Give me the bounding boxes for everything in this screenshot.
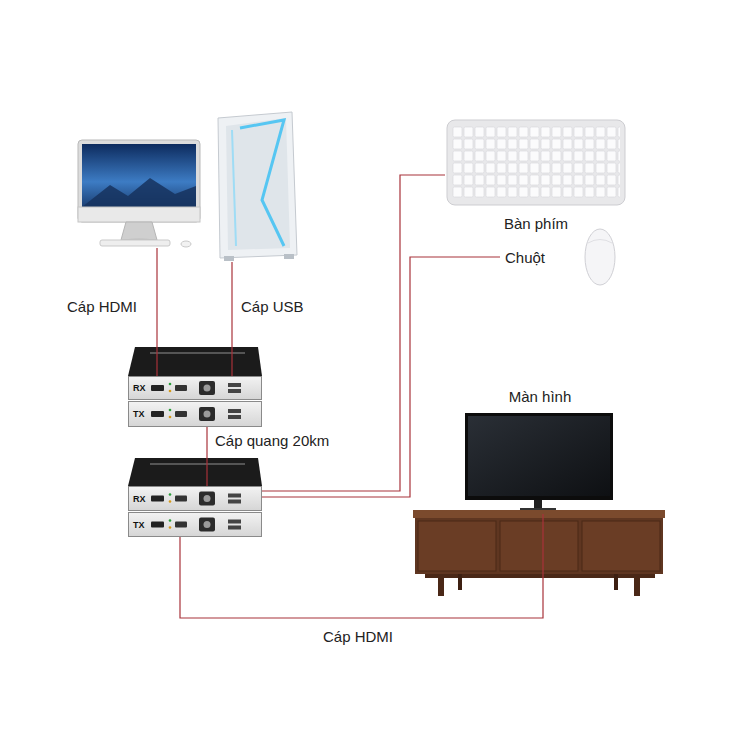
- cable-line: [262, 257, 500, 497]
- usb-port: [228, 409, 241, 413]
- led: [169, 416, 172, 419]
- fiber-port: [204, 495, 211, 502]
- extender-panel: TX: [128, 512, 262, 537]
- led: [169, 383, 172, 386]
- usb-port: [228, 500, 241, 504]
- hdmi-port: [151, 411, 164, 417]
- usb-port: [228, 526, 241, 530]
- usb-port: [228, 520, 241, 524]
- hdmi-port: [151, 496, 164, 502]
- node-text: TX: [133, 520, 145, 530]
- node-text: Màn hình: [509, 388, 572, 405]
- fiber-port: [204, 385, 211, 392]
- hdmi-port: [151, 385, 164, 391]
- node-text: Chuột: [505, 249, 545, 266]
- port-symbols: [129, 377, 261, 399]
- mouse-node: Chuột: [500, 226, 622, 288]
- extender-panel: TX: [128, 401, 262, 427]
- port-symbols: [129, 402, 261, 426]
- computer-cable: [157, 248, 232, 376]
- imac-computer: [78, 140, 200, 247]
- node-text: TX: [133, 409, 145, 419]
- fiber-port: [204, 521, 211, 528]
- hdmi-port: [175, 385, 187, 391]
- node-text: Bàn phím: [504, 215, 568, 232]
- hdmi-port: [175, 522, 187, 528]
- fiber-port: [199, 381, 215, 395]
- keyboard-node: Bàn phím: [445, 118, 627, 232]
- monitor-node: Màn hình: [462, 388, 618, 514]
- node-text: RX: [133, 383, 146, 393]
- tv-cabinet: [413, 510, 665, 596]
- pc-tower: [218, 112, 297, 261]
- mouse-picture: [585, 229, 615, 285]
- cable-label: Cáp USB: [240, 298, 305, 315]
- cable-label: Cáp HDMI: [322, 628, 394, 645]
- usb-port: [228, 383, 241, 387]
- cable-line: [206, 427, 207, 486]
- led: [169, 526, 172, 529]
- port-symbols: [129, 487, 261, 510]
- led: [169, 390, 172, 393]
- hdmi-port: [151, 522, 164, 528]
- usb-port: [228, 389, 241, 393]
- fiber-port: [199, 518, 215, 532]
- keyboard-picture: [447, 120, 625, 205]
- extender-panel: RX: [128, 486, 262, 511]
- hdmi-port: [175, 496, 187, 502]
- fiber-port: [199, 492, 215, 506]
- led: [169, 493, 172, 496]
- fiber-port: [204, 411, 211, 418]
- usb-port: [228, 415, 241, 419]
- tv-picture: [465, 413, 613, 511]
- led: [169, 409, 172, 412]
- fiber-port: [199, 407, 215, 421]
- port-symbols: [129, 513, 261, 536]
- hdmi-port: [175, 411, 187, 417]
- usb-port: [228, 494, 241, 498]
- extender-housing: [128, 347, 262, 486]
- cable-label: Cáp quang 20km: [214, 432, 330, 449]
- led: [169, 500, 172, 503]
- cable-label: Cáp HDMI: [66, 298, 138, 315]
- node-text: RX: [133, 494, 146, 504]
- extender-panel: RX: [128, 376, 262, 400]
- led: [169, 519, 172, 522]
